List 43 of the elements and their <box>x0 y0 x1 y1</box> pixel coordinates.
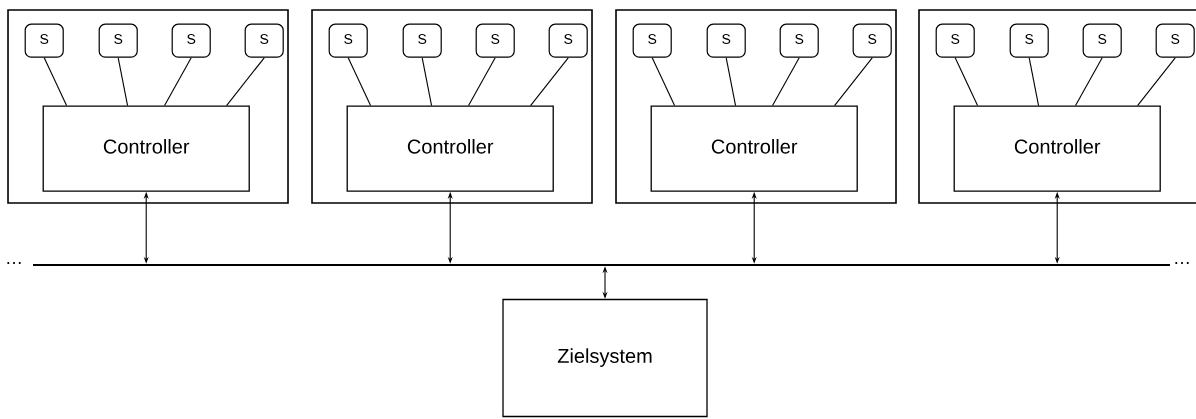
sensor-box: S <box>244 23 284 58</box>
ellipsis: … <box>1175 262 1189 264</box>
sensor-box: S <box>402 23 442 58</box>
sensor-box: S <box>98 23 138 58</box>
sensor-box: S <box>475 23 515 58</box>
sensor-box: S <box>24 23 64 58</box>
controller-box: Controller <box>650 105 858 192</box>
outer-box <box>311 9 593 204</box>
sensor-box: S <box>779 23 819 58</box>
connection-line <box>1028 57 1040 107</box>
connection-line <box>421 57 433 107</box>
connection-line <box>226 57 265 107</box>
connection-line <box>834 57 873 107</box>
sensor-box: S <box>328 23 368 58</box>
connection-line <box>1137 57 1176 107</box>
controller-box: Controller <box>346 105 554 192</box>
connection-line <box>347 57 372 107</box>
sensor-box: S <box>706 23 746 58</box>
connection-line <box>954 57 979 107</box>
connection-line <box>725 57 737 107</box>
outer-box <box>615 9 897 204</box>
sensor-box: S <box>171 23 211 58</box>
sensor-box: S <box>1082 23 1122 58</box>
sensor-box: S <box>632 23 672 58</box>
target-system-box: Zielsystem <box>502 298 708 418</box>
ellipsis: … <box>7 262 21 264</box>
sensor-box: S <box>1155 23 1195 58</box>
controller-box: Controller <box>953 105 1161 192</box>
connection-line <box>117 57 129 107</box>
connection-line <box>1075 57 1103 107</box>
connection-line <box>43 57 68 107</box>
sensor-box: S <box>548 23 588 58</box>
sensor-box: S <box>1009 23 1049 58</box>
outer-box <box>7 9 289 204</box>
sensor-box: S <box>935 23 975 58</box>
connection-line <box>772 57 800 107</box>
connection-line <box>530 57 569 107</box>
connection-line <box>651 57 676 107</box>
outer-box <box>918 9 1196 204</box>
connection-line <box>468 57 496 107</box>
controller-box: Controller <box>42 105 250 192</box>
connection-line <box>164 57 192 107</box>
sensor-box: S <box>852 23 892 58</box>
